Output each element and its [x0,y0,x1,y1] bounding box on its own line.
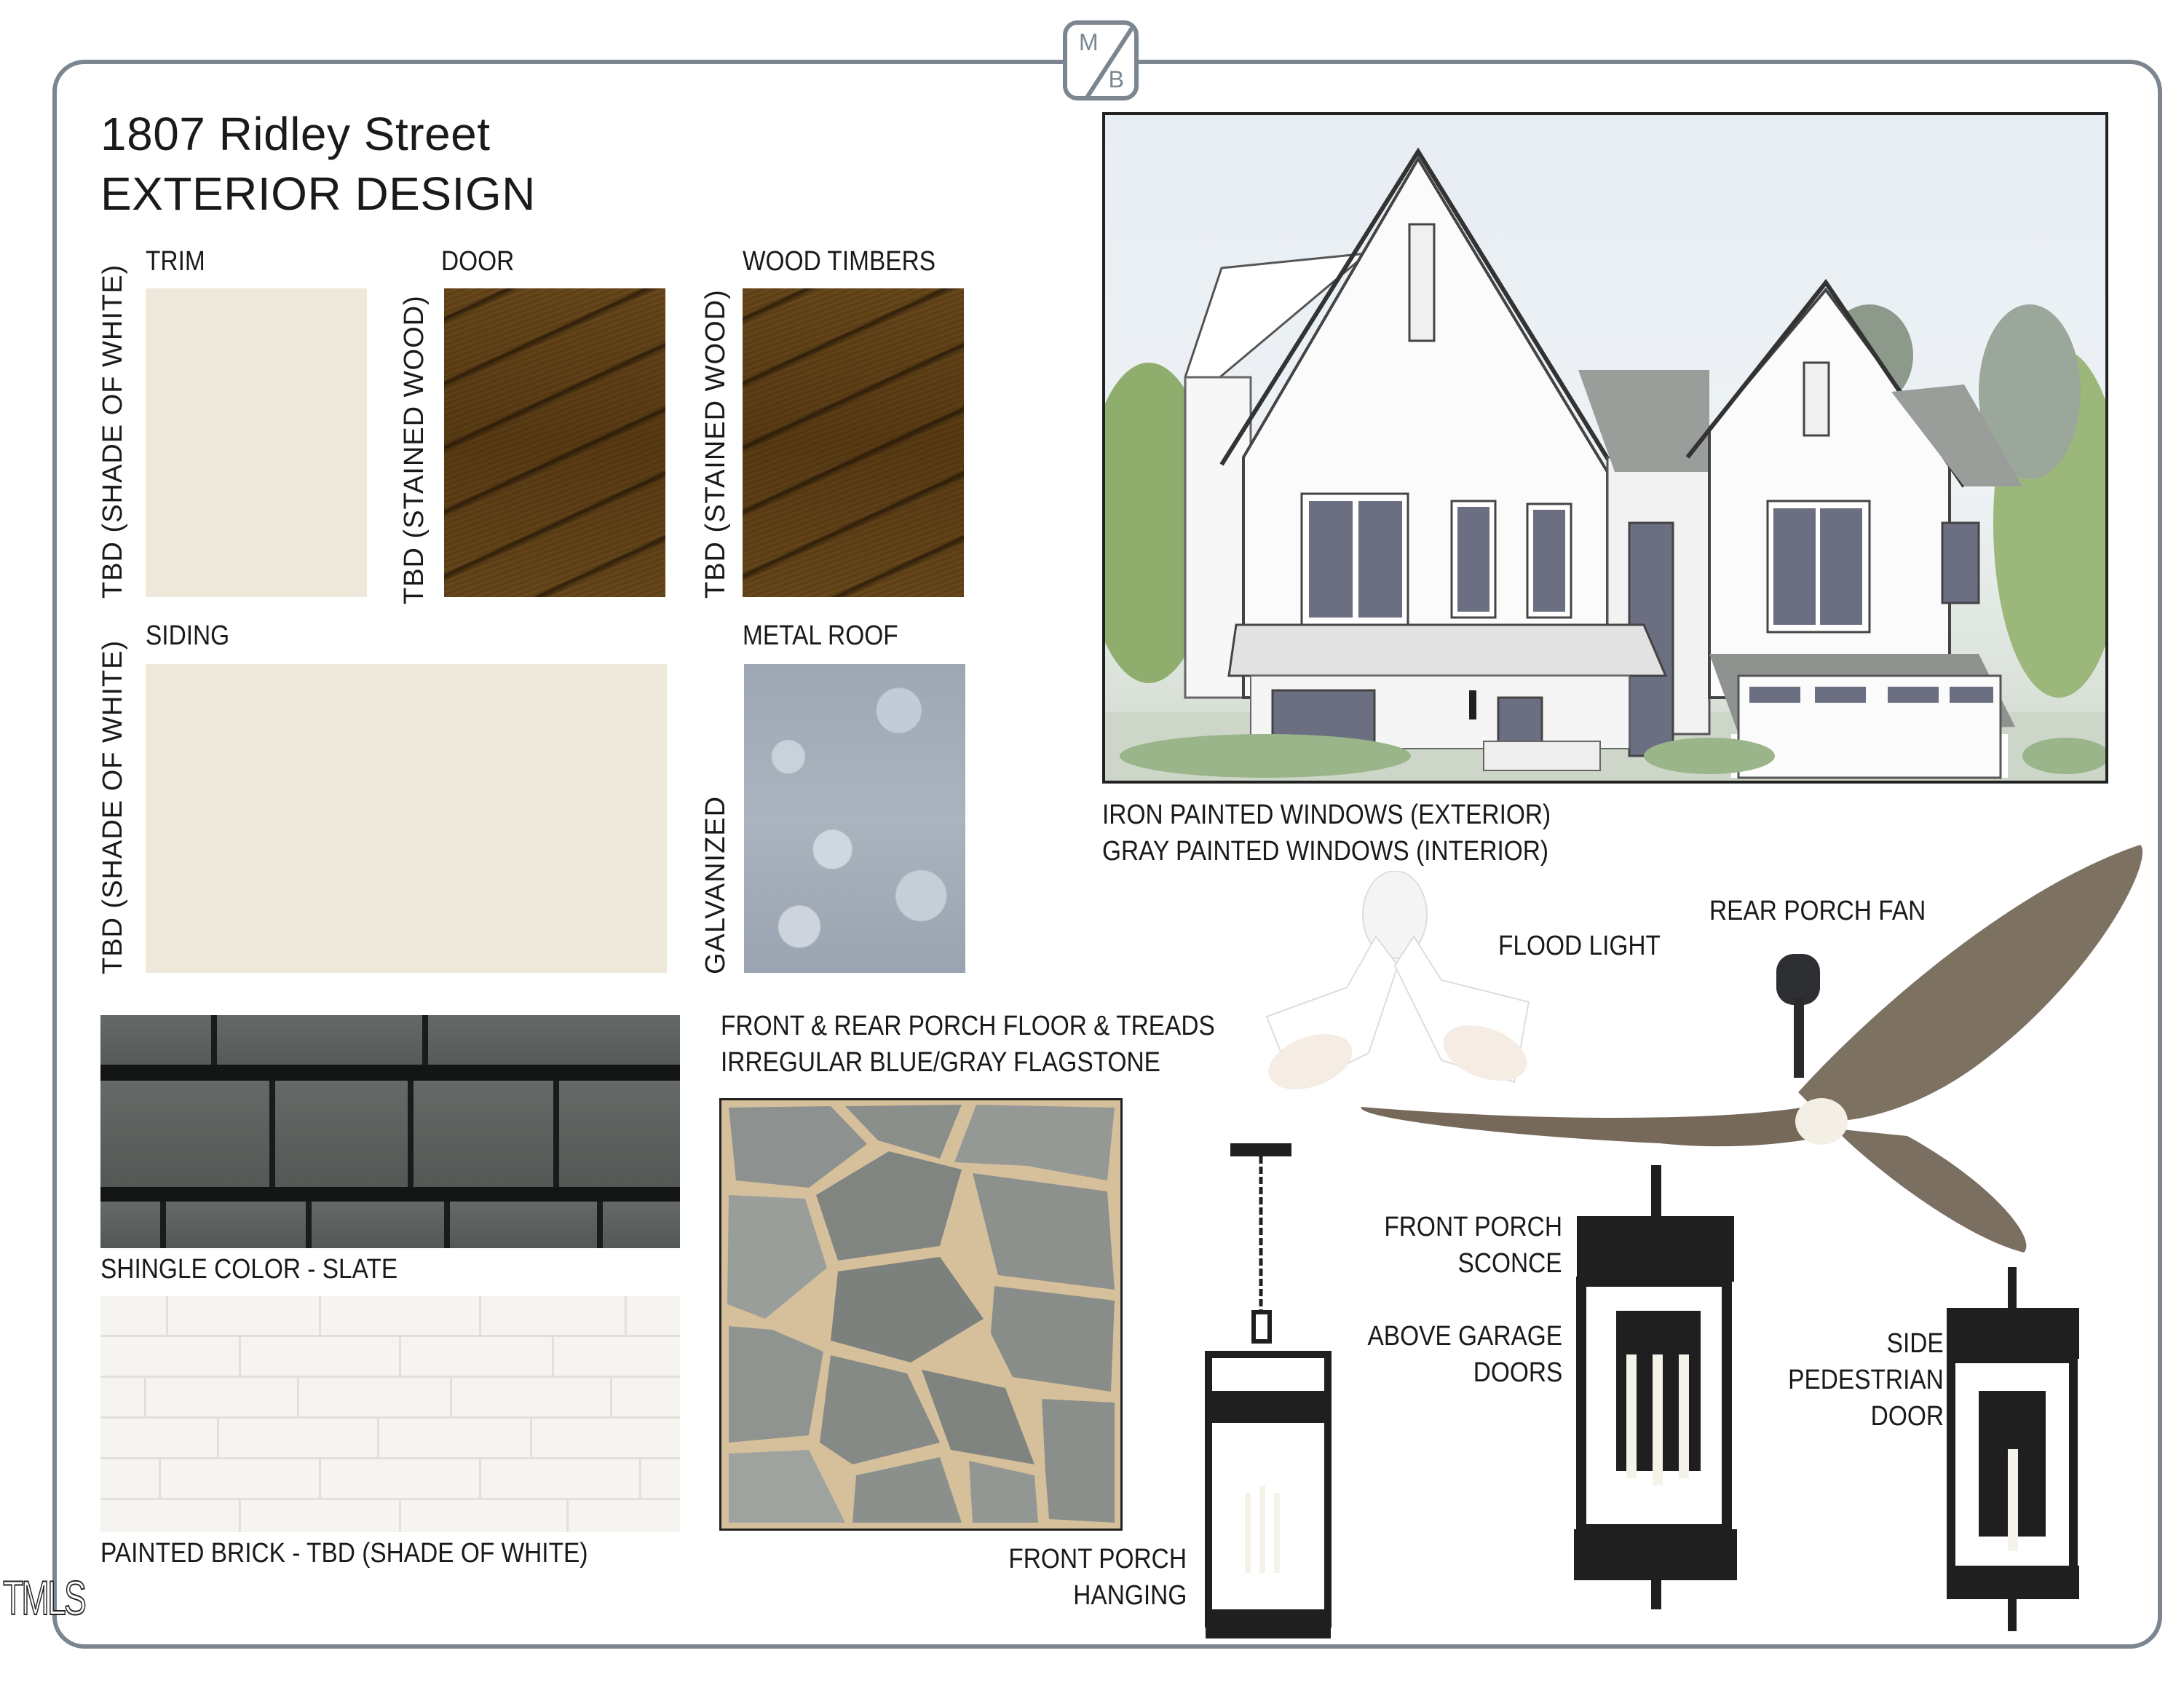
flood-light-label: FLOOD LIGHT [1498,931,1661,961]
ceiling-fan-icon [1361,845,2143,1253]
door-swatch [444,288,665,597]
flood-light-icon [1265,871,1530,1089]
side-pedestrian-label-1: SIDE [1886,1328,1944,1359]
front-porch-hanging-label-2: HANGING [1072,1580,1187,1611]
above-garage-label-1: ABOVE GARAGE [1367,1321,1562,1352]
wood-timbers-spec: TBD (STAINED WOOD) [700,289,731,599]
tmls-watermark: TMLS [2,1570,87,1625]
metal-roof-swatch [744,664,965,973]
front-porch-hanging-label-1: FRONT PORCH [1008,1544,1187,1574]
wood-timbers-label: WOOD TIMBERS [743,246,936,277]
front-porch-sconce-label-2: SCONCE [1457,1248,1562,1279]
side-pedestrian-sconce-icon [1947,1267,2079,1631]
house-rendering [1102,112,2108,784]
flagstone-caption-line2: IRREGULAR BLUE/GRAY FLAGSTONE [721,1047,1160,1078]
flagstone-swatch [719,1098,1123,1531]
house-illustration [1105,147,2105,781]
rear-porch-fan-label: REAR PORCH FAN [1709,896,1926,926]
logo-letter-b: B [1108,66,1124,92]
shingle-caption: SHINGLE COLOR - SLATE [100,1254,398,1285]
siding-label: SIDING [146,620,230,651]
wood-timbers-swatch [743,288,964,597]
page-title-address: 1807 Ridley Street [100,108,491,160]
door-spec: TBD (STAINED WOOD) [399,295,430,604]
painted-brick-swatch [100,1296,680,1532]
painted-brick-caption: PAINTED BRICK - TBD (SHADE OF WHITE) [100,1538,588,1569]
side-pedestrian-label-2: PEDESTRIAN [1788,1365,1944,1395]
front-porch-sconce-label-1: FRONT PORCH [1384,1212,1562,1242]
metal-roof-label: METAL ROOF [743,620,898,651]
trim-swatch [146,288,367,597]
shingle-swatch [100,1015,680,1248]
trim-spec: TBD (SHADE OF WHITE) [98,264,128,599]
windows-caption-exterior: IRON PAINTED WINDOWS (EXTERIOR) [1102,800,1551,830]
siding-swatch [146,664,667,973]
page-title-subtitle: EXTERIOR DESIGN [100,167,536,220]
siding-spec: TBD (SHADE OF WHITE) [98,639,128,974]
above-garage-label-2: DOORS [1473,1357,1562,1388]
side-pedestrian-label-3: DOOR [1870,1401,1944,1432]
front-porch-hanging-lantern-icon [1205,1143,1332,1638]
front-porch-sconce-icon [1574,1165,1737,1609]
metal-roof-spec: GALVANIZED [700,795,731,974]
flagstone-caption-line1: FRONT & REAR PORCH FLOOR & TREADS [721,1011,1215,1041]
logo-letter-m: M [1079,29,1099,55]
trim-label: TRIM [146,246,205,277]
door-label: DOOR [441,246,515,277]
windows-caption-interior: GRAY PAINTED WINDOWS (INTERIOR) [1102,836,1549,867]
flagstone-pattern [721,1100,1120,1529]
mb-logo: M B [1063,20,1139,100]
